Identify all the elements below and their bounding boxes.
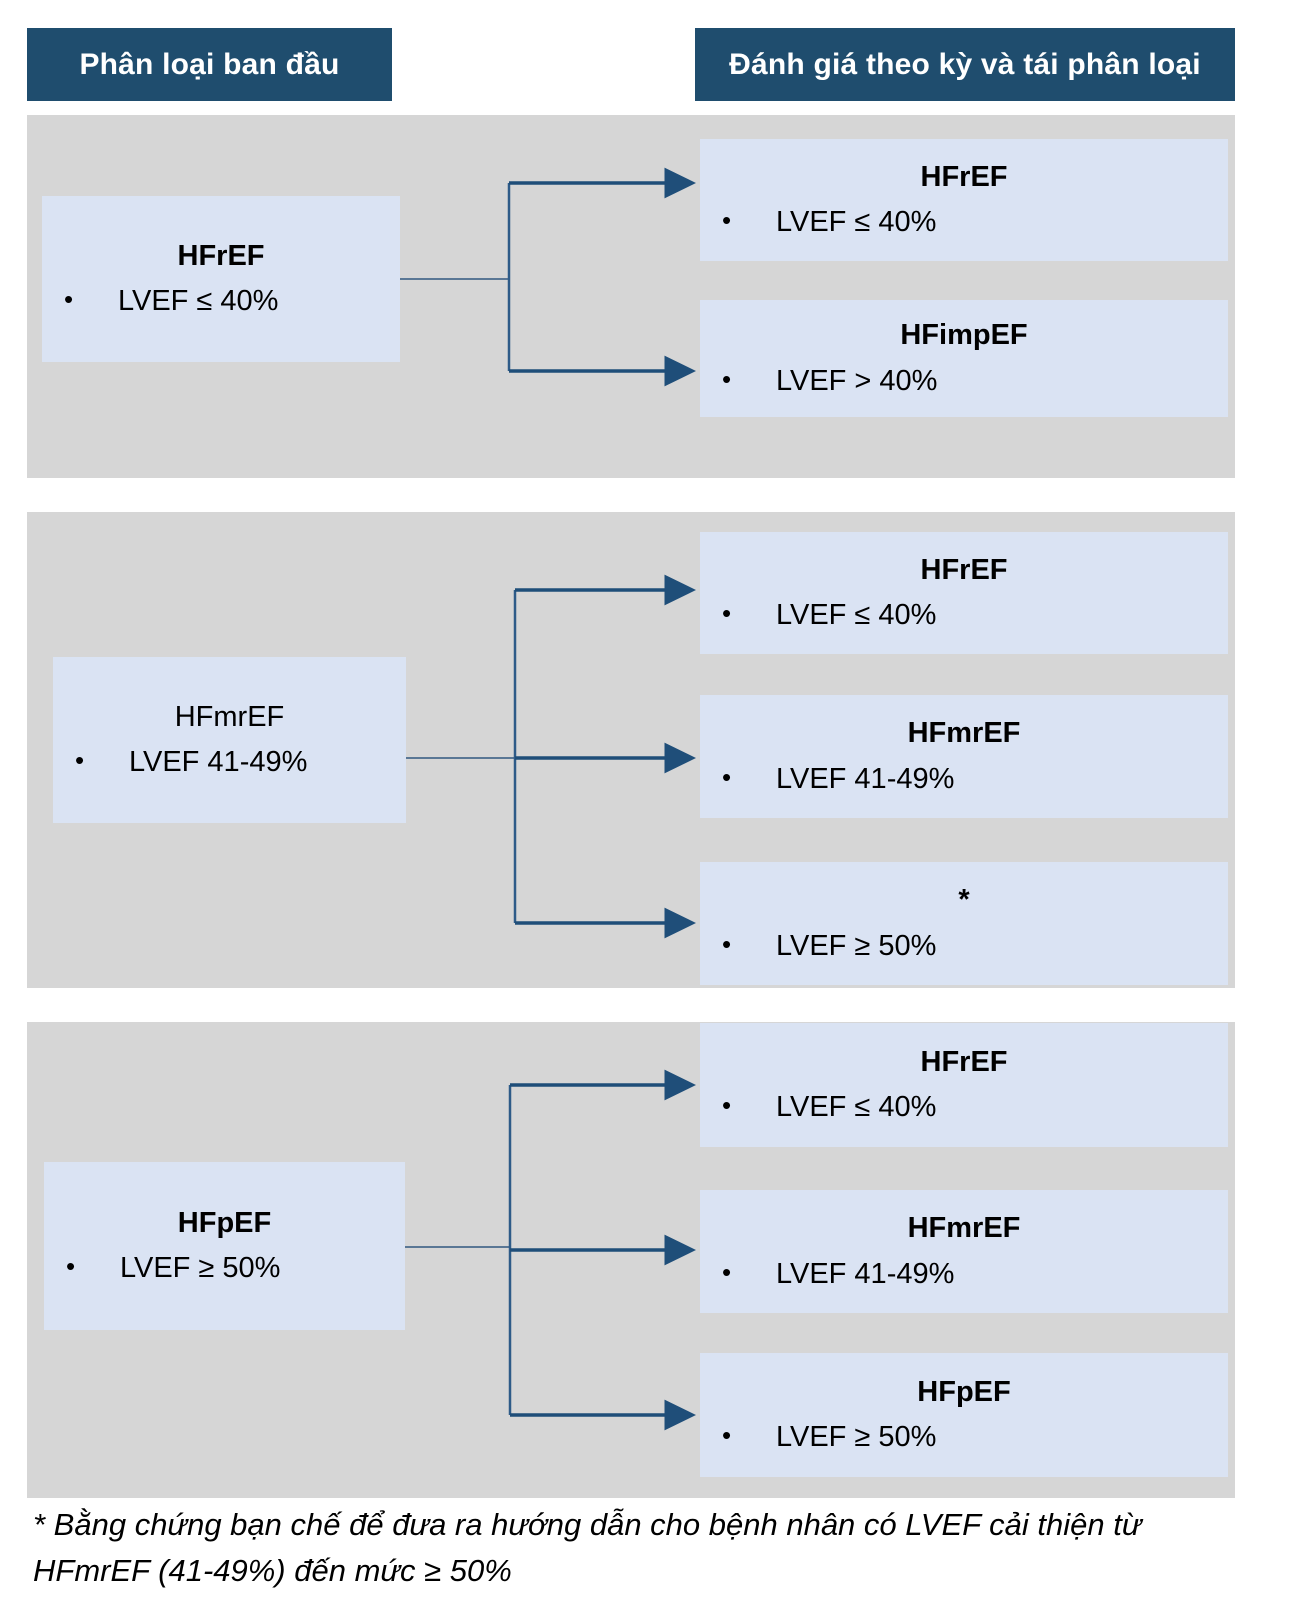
bullet-icon: • — [722, 928, 732, 959]
footnote: * Bằng chứng bạn chế để đưa ra hướng dẫn… — [33, 1507, 1142, 1588]
bullet-icon: • — [722, 363, 732, 394]
bullet-icon: • — [722, 1256, 732, 1287]
bullet-icon: • — [64, 284, 74, 314]
bullet-icon: • — [722, 761, 732, 792]
bullet-icon: • — [722, 1090, 732, 1120]
bullet-icon: • — [722, 1420, 732, 1450]
source-box-hfref-bullet: • LVEF ≤ 40% — [64, 284, 279, 317]
bullet-icon: • — [722, 598, 732, 628]
target-box-hfmref-improved-asterisk: * • LVEF ≥ 50% — [700, 862, 1228, 985]
target-box-hfref-stays-hfref: HFrEF • LVEF ≤ 40% — [700, 139, 1228, 261]
bullet-icon: • — [722, 205, 732, 235]
target-box-hfpef-stays-hfpef: HFpEF • LVEF ≥ 50% — [700, 1353, 1228, 1477]
source-box-hfpef-title: HFpEF — [177, 1206, 272, 1239]
source-box-hfmref-title: HFmrEF — [174, 700, 285, 733]
source-box-hfpef: HFpEF • LVEF ≥ 50% — [44, 1162, 405, 1330]
source-box-hfref: HFrEF • LVEF ≤ 40% — [42, 196, 400, 362]
target-box-hfmref-to-hfref: HFrEF • LVEF ≤ 40% — [700, 532, 1228, 654]
target-box-hfmref-stays-hfmref: HFmrEF • LVEF 41-49% — [700, 695, 1228, 818]
header-initial-classification: Phân loại ban đầu — [27, 28, 392, 101]
source-box-hfmref-bullet: • LVEF 41-49% — [75, 745, 308, 778]
source-box-hfmref: HFmrEF • LVEF 41-49% — [53, 657, 406, 823]
header-reassessment: Đánh giá theo kỳ và tái phân loại — [695, 28, 1235, 101]
bullet-icon: • — [75, 745, 85, 775]
target-box-hfpef-to-hfref: HFrEF • LVEF ≤ 40% — [700, 1023, 1228, 1147]
target-box-hfimpef: HFimpEF • LVEF > 40% — [700, 300, 1228, 417]
bullet-icon: • — [66, 1251, 76, 1281]
header-initial-classification-label: Phân loại ban đầu — [79, 47, 340, 81]
header-reassessment-label: Đánh giá theo kỳ và tái phân loại — [729, 47, 1201, 81]
target-box-hfpef-to-hfmref: HFmrEF • LVEF 41-49% — [700, 1190, 1228, 1313]
source-box-hfref-title: HFrEF — [177, 239, 265, 272]
source-box-hfpef-bullet: • LVEF ≥ 50% — [66, 1251, 281, 1284]
